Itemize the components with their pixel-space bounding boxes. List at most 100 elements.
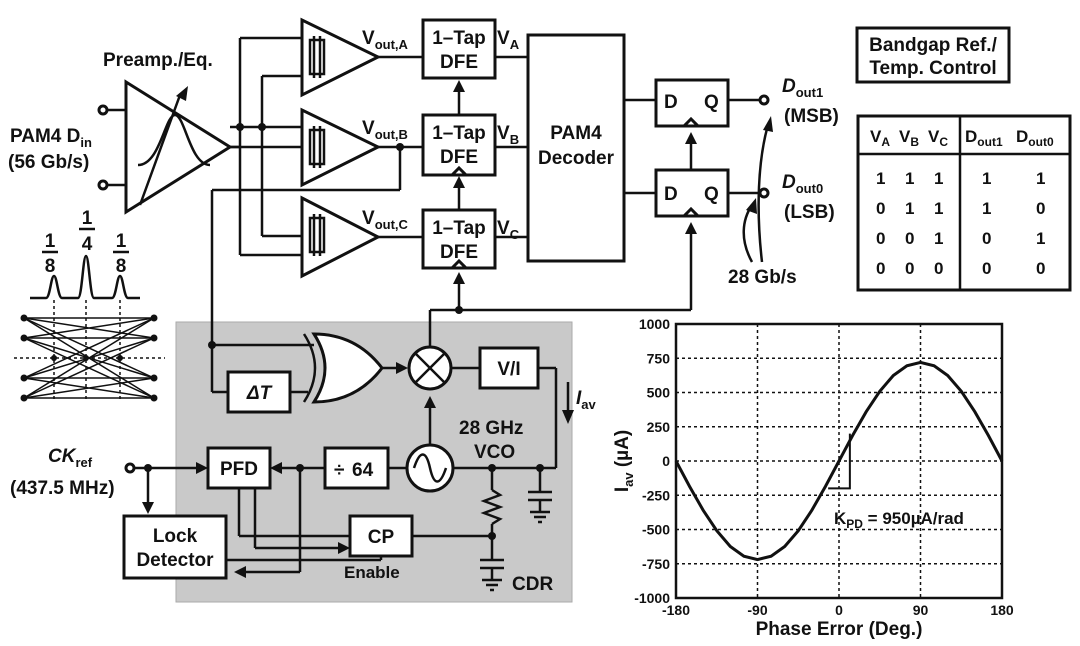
lock-detector-block: Lock Detector (122, 514, 228, 580)
svg-text:1: 1 (982, 169, 991, 188)
chart-slope-marker (828, 433, 851, 490)
comparator-a (300, 17, 382, 98)
svg-text:VB: VB (899, 127, 919, 149)
vco-icon (405, 443, 455, 493)
comparator-c-label: Vout,C (362, 208, 409, 232)
output-lsb-terminal (758, 187, 770, 199)
chart-x-tick-label: -90 (747, 602, 767, 618)
input-label: PAM4 Din (56 Gb/s) (8, 126, 92, 173)
svg-text:DFE: DFE (440, 242, 478, 263)
dfe-a-output-label: VA (497, 28, 520, 52)
svg-text:8: 8 (45, 256, 56, 277)
divider-block: ÷ 64 (323, 446, 390, 490)
vco-label: 28 GHz (459, 418, 523, 439)
svg-text:0: 0 (1036, 199, 1045, 218)
svg-text:Dout0: Dout0 (1016, 127, 1054, 149)
svg-text:D: D (664, 184, 678, 205)
chart-y-tick-label: -1000 (634, 590, 670, 606)
preamp-triangle (124, 79, 233, 215)
output-msb-terminal (758, 94, 770, 106)
chart-series-line (674, 360, 1004, 562)
svg-text:0: 0 (982, 229, 991, 248)
dfe-a: 1–Tap DFE (421, 18, 497, 80)
svg-text:0: 0 (876, 199, 885, 218)
svg-text:(437.5 MHz): (437.5 MHz) (10, 478, 115, 499)
preamp-eq-curve-icon (137, 113, 211, 167)
ckref-terminal (124, 462, 136, 474)
svg-text:(56 Gb/s): (56 Gb/s) (8, 152, 89, 173)
svg-text:ΔT: ΔT (246, 383, 273, 404)
preamp-tune-arrow-icon (176, 86, 188, 101)
preamp-label: Preamp./Eq. (103, 50, 213, 71)
pfd-block: PFD (206, 446, 272, 490)
truth-table: VA VB VC Dout1 Dout0 1 1 1 1 1 0 1 1 1 0… (856, 114, 1072, 292)
svg-text:1: 1 (116, 231, 127, 252)
svg-text:4: 4 (82, 234, 93, 255)
svg-text:Dout1: Dout1 (965, 127, 1003, 149)
svg-text:Q: Q (704, 184, 719, 205)
svg-text:Bandgap Ref./: Bandgap Ref./ (869, 35, 997, 56)
svg-text:64: 64 (352, 460, 374, 481)
svg-text:8: 8 (116, 256, 127, 277)
chart-y-tick-label: 500 (647, 385, 671, 401)
svg-text:0: 0 (876, 229, 885, 248)
svg-text:0: 0 (905, 259, 914, 278)
svg-text:1–Tap: 1–Tap (432, 28, 486, 49)
svg-text:PAM4: PAM4 (550, 123, 602, 144)
cdr-label: CDR (512, 574, 553, 595)
svg-text:V/I: V/I (497, 359, 520, 380)
enable-label: Enable (344, 563, 400, 582)
chart-y-tick-label: -500 (642, 522, 670, 538)
output-msb-note: (MSB) (784, 106, 839, 127)
svg-text:Q: Q (704, 92, 719, 113)
flip-flop-lsb: D Q (654, 168, 730, 218)
svg-text:Detector: Detector (136, 550, 214, 571)
svg-text:1: 1 (934, 199, 943, 218)
chart-x-tick-label: -180 (662, 602, 690, 618)
svg-text:0: 0 (876, 259, 885, 278)
svg-text:1–Tap: 1–Tap (432, 123, 486, 144)
chart-y-tick-label: 1000 (639, 316, 670, 332)
chart-x-tick-label: 0 (835, 602, 843, 618)
pam4-decoder: PAM4 Decoder (526, 33, 626, 263)
vco-label-2: VCO (474, 442, 515, 463)
svg-text:1: 1 (982, 199, 991, 218)
output-lsb-note: (LSB) (784, 202, 835, 223)
chart-x-tick-label: 180 (990, 602, 1014, 618)
svg-text:1: 1 (905, 169, 914, 188)
input-terminal-p (97, 104, 109, 116)
svg-text:Decoder: Decoder (538, 148, 615, 169)
svg-text:DFE: DFE (440, 147, 478, 168)
delay-block: ΔT (226, 370, 292, 414)
svg-text:Temp. Control: Temp. Control (869, 58, 996, 79)
mixer-icon (407, 345, 453, 391)
chart-y-axis-label: Iav (µA) (612, 430, 636, 492)
svg-text:0: 0 (1036, 259, 1045, 278)
svg-text:1: 1 (82, 208, 93, 229)
chart-y-tick-label: -750 (642, 556, 670, 572)
svg-text:PAM4 Din: PAM4 Din (10, 126, 92, 150)
svg-text:0: 0 (905, 229, 914, 248)
svg-text:÷: ÷ (334, 460, 344, 481)
svg-text:1–Tap: 1–Tap (432, 218, 486, 239)
comparator-b (300, 107, 382, 188)
flip-flop-msb: D Q (654, 78, 730, 128)
chart-y-tick-label: -250 (642, 487, 670, 503)
svg-text:1: 1 (45, 231, 56, 252)
chart-y-tick-label: 0 (662, 453, 670, 469)
chart-grid (676, 324, 1002, 598)
svg-text:1: 1 (905, 199, 914, 218)
bandgap-block: Bandgap Ref./ Temp. Control (855, 26, 1011, 84)
svg-text:CKref: CKref (48, 446, 93, 470)
chart-y-tick-label: 250 (647, 419, 671, 435)
svg-text:Lock: Lock (153, 526, 198, 547)
svg-text:VA: VA (870, 127, 890, 149)
svg-text:CP: CP (368, 527, 395, 548)
svg-text:0: 0 (982, 259, 991, 278)
chart-x-axis-label: Phase Error (Deg.) (756, 619, 923, 640)
output-lsb-label: Dout0 (782, 172, 823, 196)
comparator-a-label: Vout,A (362, 28, 409, 52)
iav-label: Iav (576, 388, 597, 412)
